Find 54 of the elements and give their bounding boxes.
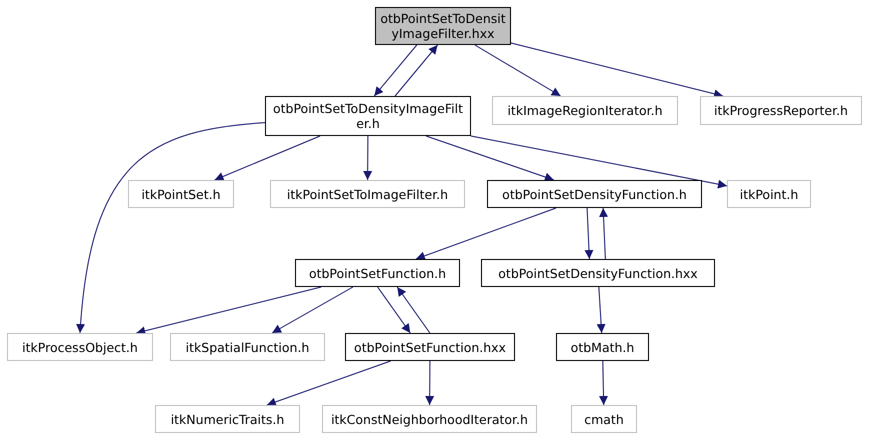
arrow <box>76 122 266 334</box>
file-box <box>481 259 715 287</box>
arrow <box>374 44 418 96</box>
file-box <box>128 180 234 208</box>
arrow <box>474 44 562 96</box>
file-box <box>270 180 465 208</box>
arrow <box>377 286 411 334</box>
file-name: itkPoint.h <box>740 186 798 202</box>
file-name: itkImageRegionIterator.h <box>507 103 663 118</box>
file-name: otbPointSetFunction.h <box>308 266 446 280</box>
arrow <box>396 286 430 334</box>
arrow <box>394 44 438 96</box>
arrow <box>584 208 594 260</box>
file-box <box>295 259 460 287</box>
file-box <box>322 405 537 433</box>
file-box <box>7 333 153 361</box>
file-name: otbPointSetFunction.hxx <box>354 340 506 354</box>
file-box <box>487 180 702 208</box>
arrow <box>214 136 321 181</box>
file-box <box>345 333 515 361</box>
file-name: itkProcessObject.h <box>22 340 138 354</box>
file-name: itkPointSet.h <box>141 186 221 202</box>
arrow <box>599 360 608 406</box>
arrow <box>470 136 728 189</box>
file-name: itkConstNeighborhoodIterator.h <box>331 412 528 426</box>
arrow <box>415 208 557 260</box>
file-box <box>492 96 678 125</box>
arrow <box>510 42 724 98</box>
file-name: itkProgressReporter.h <box>714 103 848 118</box>
arrow <box>363 136 372 180</box>
file-name: otbPointSetToDensityImageFilter.h <box>272 101 464 131</box>
file-name: itkSpatialFunction.h <box>186 340 310 354</box>
file-name: otbPointSetDensityFunction.hxx <box>498 266 698 280</box>
arrow <box>599 208 608 260</box>
arrow <box>596 286 606 334</box>
file-name: cmath <box>584 412 624 426</box>
file-box <box>556 333 649 361</box>
file-box <box>571 405 637 433</box>
file-name: otbPointSetDensityFunction.h <box>502 186 687 202</box>
arrow <box>136 286 322 336</box>
arrow <box>266 360 392 406</box>
arrow <box>272 286 354 334</box>
file-name: itkPointSetToImageFilter.h <box>286 186 448 202</box>
file-box <box>727 180 811 208</box>
file-name: otbMath.h <box>570 340 634 354</box>
arrow <box>425 360 434 406</box>
arrow <box>426 136 554 182</box>
file-box <box>375 7 511 45</box>
file-name: itkNumericTraits.h <box>170 412 284 426</box>
file-name: otbPointSetToDensityImageFilter.hxx <box>380 11 506 41</box>
file-box <box>265 96 471 136</box>
file-box <box>700 96 862 125</box>
file-box <box>170 333 325 361</box>
file-box <box>155 405 300 433</box>
